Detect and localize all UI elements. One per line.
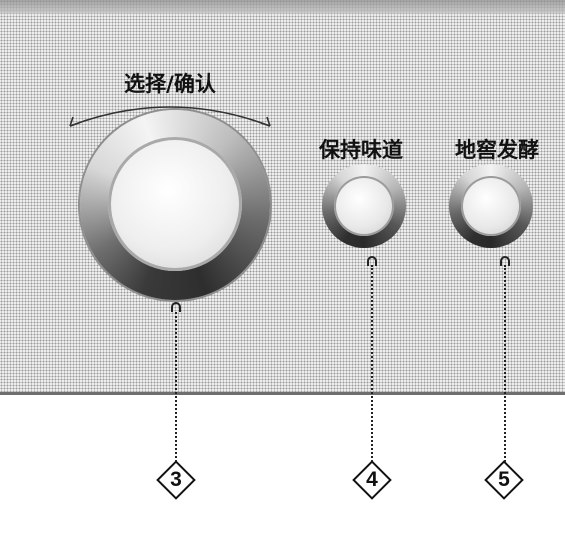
pin-marker-icon [367,256,377,266]
keep-flavor-label: 保持味道 [319,138,403,162]
callout-line-4 [371,265,373,462]
select-confirm-dial-face[interactable] [108,137,242,271]
callout-line-5 [504,265,506,462]
panel-top-edge [0,0,565,14]
callout-line-3 [175,312,177,462]
callout-badge-3: 3 [156,460,196,500]
dial-label: 选择/确认 [124,72,216,96]
cellar-ferment-button-face[interactable] [461,176,521,236]
keep-flavor-button-face[interactable] [334,176,394,236]
callout-number: 3 [170,468,182,491]
callout-number: 5 [498,468,510,491]
pin-marker-icon [500,256,510,266]
callout-badge-5: 5 [484,460,524,500]
callout-number: 4 [366,468,378,491]
control-panel: 选择/确认 保持味道 地窖发酵 [0,0,565,395]
cellar-ferment-label: 地窖发酵 [455,138,539,162]
callout-badge-4: 4 [352,460,392,500]
pin-marker-icon [171,302,181,312]
curved-double-arrow-icon [69,106,271,127]
